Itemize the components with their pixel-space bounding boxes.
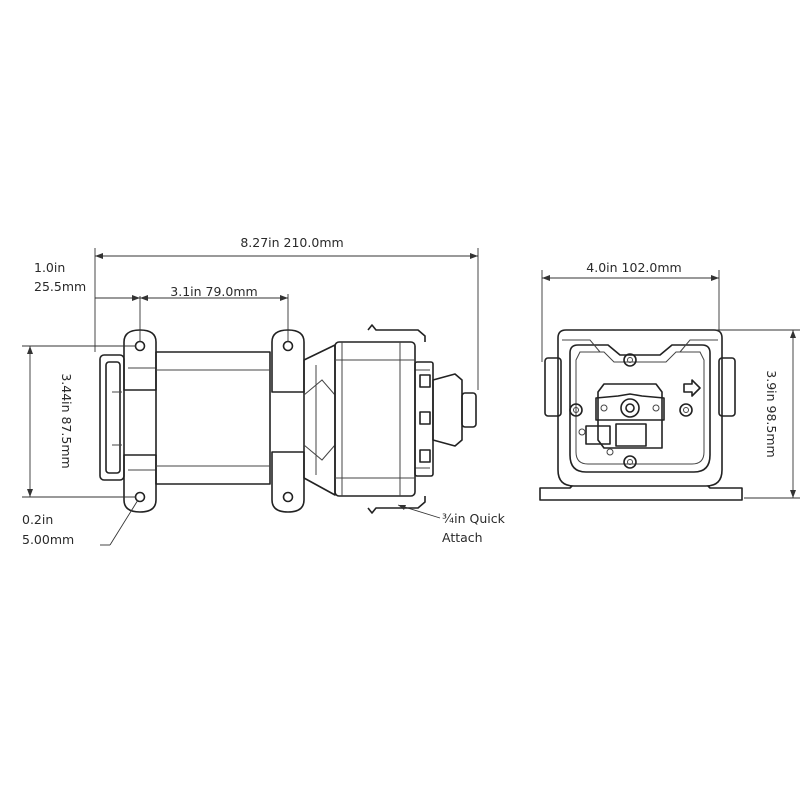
front-housing [557,329,723,487]
motor-end-cap [99,354,125,481]
upper-mount-hole [134,340,146,352]
mount-offset-inch-label: 1.0in [34,260,65,275]
port-callout-line1: ¾in Quick [442,511,506,526]
mount-height-dimension: 3.44in 87.5mm [22,345,136,498]
right-mounting-foot [271,329,305,513]
mount-height-label: 3.44in 87.5mm [59,373,74,468]
port-callout-line2: Attach [442,530,483,545]
mount-offset-dimension: 1.0in 25.5mm [34,260,288,342]
overall-length-dimension: 8.27in 210.0mm [94,234,479,390]
overall-length-label: 8.27in 210.0mm [240,235,343,250]
front-width-label: 4.0in 102.0mm [586,260,681,275]
mount-spacing-dimension: 3.1in 79.0mm [140,283,289,342]
front-height-dimension: 3.9in 98.5mm [716,329,800,499]
side-view [99,324,477,514]
pressure-switch [414,361,434,477]
left-ear [544,357,562,417]
front-screws [569,353,693,469]
mount-offset-mm-label: 25.5mm [34,279,86,294]
front-width-dimension: 4.0in 102.0mm [541,260,720,362]
front-height-label: 3.9in 98.5mm [764,370,779,457]
front-view [539,329,743,501]
motor-body [155,351,271,485]
hole-diameter-inch-label: 0.2in [22,512,53,527]
hole-diameter-mm-label: 5.00mm [22,532,74,547]
hole-diameter-callout: 0.2in 5.00mm [22,499,139,547]
quick-attach-port [432,373,477,447]
front-port-block [578,383,665,456]
right-ear [718,357,736,417]
lower-mount-hole [134,491,146,503]
left-mounting-foot [123,329,157,513]
mount-spacing-label: 3.1in 79.0mm [170,284,257,299]
flow-arrow-icon [683,379,701,397]
pump-collar [303,344,336,496]
port-callout: ¾in Quick Attach [397,504,506,545]
